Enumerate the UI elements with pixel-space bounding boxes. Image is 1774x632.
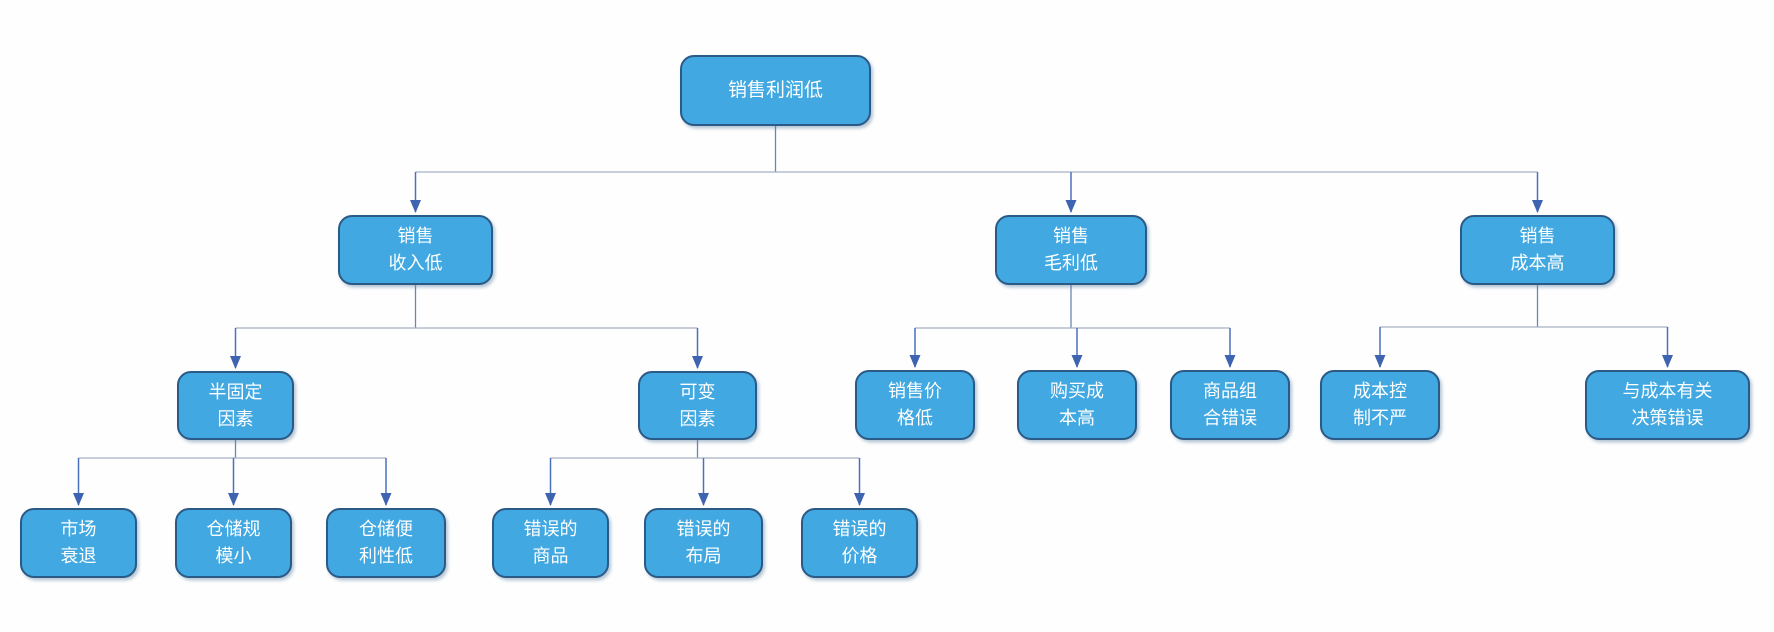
node-label: 商品组 合错误 [1203,381,1257,429]
node-sales-profit-low: 销售利润低 [680,55,871,126]
node-product-mix-wrong: 商品组 合错误 [1170,370,1290,440]
node-label: 销售 成本高 [1510,226,1565,274]
node-label: 错误的 商品 [523,519,578,567]
node-sales-cost-high: 销售 成本高 [1460,215,1615,285]
node-label: 销售利润低 [727,79,823,102]
node-label: 销售价 格低 [888,381,942,429]
node-label: 可变 因素 [679,381,716,430]
node-label: 销售 收入低 [388,226,443,274]
node-label: 与成本有关 决策错误 [1622,381,1713,429]
node-wrong-products: 错误的 商品 [492,508,609,578]
node-label: 仓储便 利性低 [359,519,413,567]
node-label: 成本控 制不严 [1353,381,1407,429]
node-sales-revenue-low: 销售 收入低 [338,215,493,285]
node-label: 购买成 本高 [1050,381,1104,429]
node-label: 错误的 布局 [676,519,731,567]
node-variable-factors: 可变 因素 [638,371,757,440]
node-cost-decision-errors: 与成本有关 决策错误 [1585,370,1750,440]
node-label: 半固定 因素 [208,381,263,430]
node-label: 市场 衰退 [60,519,97,567]
node-cost-control-lax: 成本控 制不严 [1320,370,1440,440]
node-market-decline: 市场 衰退 [20,508,137,578]
node-purchase-cost-high: 购买成 本高 [1017,370,1137,440]
node-warehouse-convenience-low: 仓储便 利性低 [326,508,446,578]
node-semi-fixed-factors: 半固定 因素 [177,371,294,440]
node-gross-margin-low: 销售 毛利低 [995,215,1147,285]
node-warehouse-scale-small: 仓储规 模小 [175,508,292,578]
node-label: 仓储规 模小 [206,519,261,567]
node-wrong-layout: 错误的 布局 [644,508,763,578]
node-wrong-price: 错误的 价格 [801,508,918,578]
node-label: 错误的 价格 [832,519,887,567]
node-label: 销售 毛利低 [1044,226,1098,274]
node-sales-price-low: 销售价 格低 [855,370,975,440]
